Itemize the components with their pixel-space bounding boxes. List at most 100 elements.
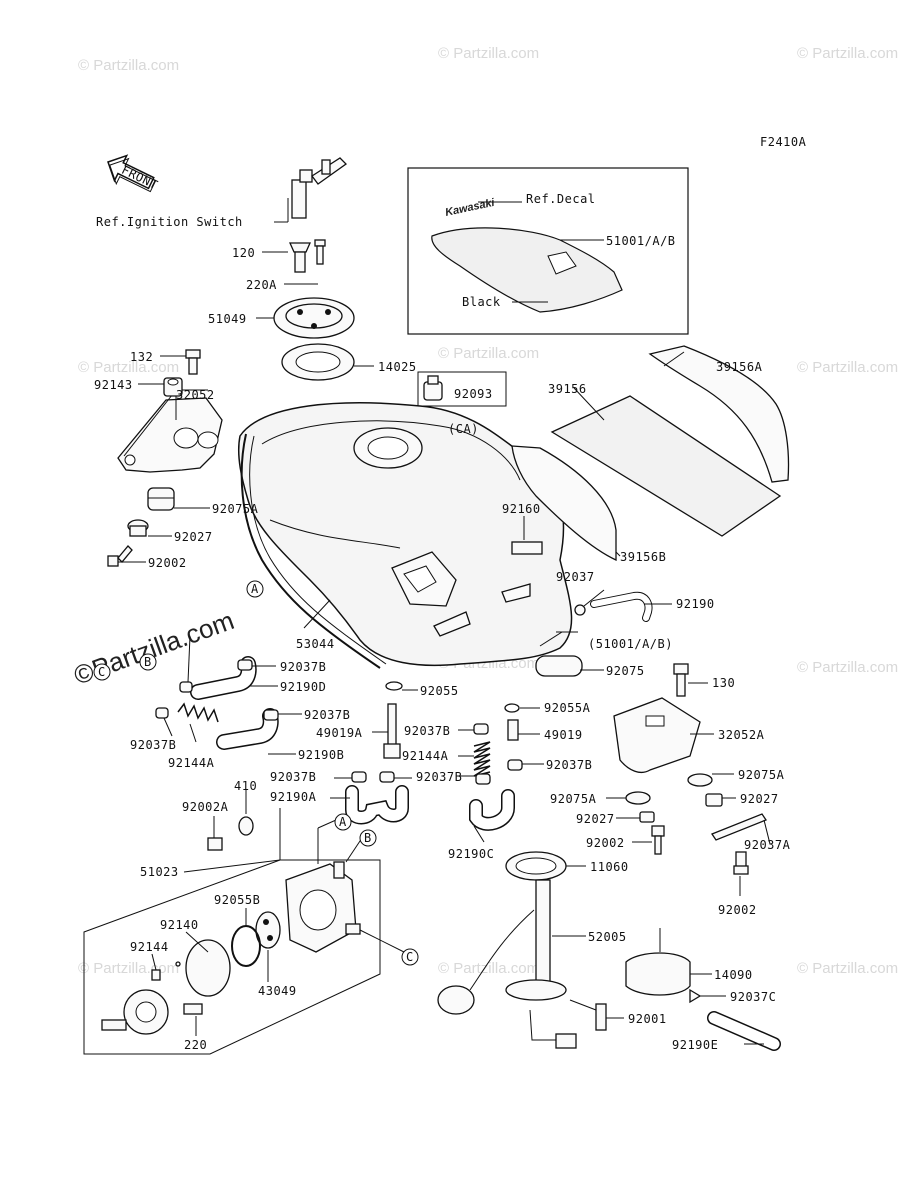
part-92144[interactable]: 92144 bbox=[130, 940, 169, 954]
watermark-text: © Partzilla.com bbox=[797, 960, 898, 977]
part-92055[interactable]: 92055 bbox=[420, 684, 459, 698]
part-92002[interactable]: 92002 bbox=[718, 903, 757, 917]
part-92001[interactable]: 92001 bbox=[628, 1012, 667, 1026]
svg-text:A: A bbox=[339, 815, 347, 829]
part-92027[interactable]: 92027 bbox=[740, 792, 779, 806]
cap-ring-icon bbox=[281, 343, 355, 381]
part-220A[interactable]: 220A bbox=[246, 278, 277, 292]
part-92037C[interactable]: 92037C bbox=[730, 990, 776, 1004]
watermark-text: © Partzilla.com bbox=[438, 345, 539, 362]
watermark-text: © Partzilla.com bbox=[78, 960, 179, 977]
part-92075A[interactable]: 92075A bbox=[738, 768, 785, 782]
pad-39156A-icon bbox=[648, 345, 790, 483]
nut-92093-icon bbox=[423, 375, 443, 401]
part-92037[interactable]: 92037 bbox=[556, 570, 595, 584]
svg-text:B: B bbox=[144, 655, 152, 669]
ref-ignition-switch: Ref.Ignition Switch bbox=[96, 215, 243, 229]
part-92190C[interactable]: 92190C bbox=[448, 847, 494, 861]
part-92160[interactable]: 92160 bbox=[502, 502, 541, 516]
part-53044[interactable]: 53044 bbox=[296, 637, 335, 651]
part-130[interactable]: 130 bbox=[712, 676, 735, 690]
watermark-text: © Partzilla.com bbox=[797, 45, 898, 62]
part-92002[interactable]: 92002 bbox=[586, 836, 625, 850]
bracket-14090-icon bbox=[625, 952, 691, 996]
part-number-labels: 120 220A 51049 14025 132 92143 32052 920… bbox=[94, 234, 791, 1052]
part-92093[interactable]: 92093 bbox=[454, 387, 493, 401]
part-92027[interactable]: 92027 bbox=[576, 812, 615, 826]
part-32052A[interactable]: 32052A bbox=[718, 728, 765, 742]
part-132[interactable]: 132 bbox=[130, 350, 153, 364]
collar-92027-icon bbox=[127, 519, 149, 537]
part-32052[interactable]: 32052 bbox=[176, 388, 215, 402]
part-11060[interactable]: 11060 bbox=[590, 860, 629, 874]
part-49019A[interactable]: 49019A bbox=[316, 726, 363, 740]
part-51049[interactable]: 51049 bbox=[208, 312, 247, 326]
svg-text:C: C bbox=[98, 665, 106, 679]
part-49019[interactable]: 49019 bbox=[544, 728, 583, 742]
part-14090[interactable]: 14090 bbox=[714, 968, 753, 982]
callout-b: B bbox=[359, 829, 377, 847]
part-92055A[interactable]: 92055A bbox=[544, 701, 591, 715]
part-43049[interactable]: 43049 bbox=[258, 984, 297, 998]
ignition-key-icon bbox=[291, 157, 348, 219]
bolt-132-icon bbox=[185, 349, 201, 375]
part-51001AB[interactable]: 51001/A/B bbox=[606, 234, 676, 248]
bolt-120-icon bbox=[288, 242, 312, 273]
diagram-code: F2410A bbox=[760, 135, 807, 149]
part-92037B[interactable]: 92037B bbox=[416, 770, 462, 784]
part-92002[interactable]: 92002 bbox=[148, 556, 187, 570]
watermark-text: © Partzilla.com bbox=[78, 57, 179, 74]
part-14025[interactable]: 14025 bbox=[378, 360, 417, 374]
part-39156A[interactable]: 39156A bbox=[716, 360, 763, 374]
callout-b: B bbox=[139, 653, 157, 671]
part-410[interactable]: 410 bbox=[234, 779, 257, 793]
decal-side-panel-icon: Kawasaki bbox=[431, 197, 623, 313]
part-51023[interactable]: 51023 bbox=[140, 865, 179, 879]
part-92002A[interactable]: 92002A bbox=[182, 800, 229, 814]
part-92140[interactable]: 92140 bbox=[160, 918, 199, 932]
svg-text:B: B bbox=[364, 831, 372, 845]
part-92190B[interactable]: 92190B bbox=[298, 748, 344, 762]
part-52005[interactable]: 52005 bbox=[588, 930, 627, 944]
part-92037B[interactable]: 92037B bbox=[404, 724, 450, 738]
part-220[interactable]: 220 bbox=[184, 1038, 207, 1052]
fuel-tank-icon bbox=[237, 402, 573, 667]
hose-92190B-icon bbox=[216, 708, 279, 750]
part-92190A[interactable]: 92190A bbox=[270, 790, 317, 804]
rubber-92075-icon bbox=[535, 655, 583, 677]
black-label: Black bbox=[462, 295, 501, 309]
part-92075[interactable]: 92075 bbox=[606, 664, 645, 678]
fuel-pump-icon bbox=[285, 861, 361, 953]
spring-92144A-icon bbox=[177, 702, 219, 723]
part-92037A[interactable]: 92037A bbox=[744, 838, 791, 852]
part-92037B[interactable]: 92037B bbox=[270, 770, 316, 784]
part-92037B[interactable]: 92037B bbox=[280, 660, 326, 674]
callout-c: C bbox=[401, 948, 419, 966]
part-92055B[interactable]: 92055B bbox=[214, 893, 260, 907]
svg-text:A: A bbox=[251, 582, 259, 596]
part-51001AB-ref[interactable]: (51001/A/B) bbox=[588, 637, 673, 651]
screw-220A-icon bbox=[314, 239, 326, 265]
label-92160-icon bbox=[511, 541, 543, 555]
callout-a: A bbox=[246, 580, 264, 598]
part-39156[interactable]: 39156 bbox=[548, 382, 587, 396]
part-92144A[interactable]: 92144A bbox=[168, 756, 215, 770]
front-arrow-icon: FRONT bbox=[107, 154, 160, 192]
part-92143[interactable]: 92143 bbox=[94, 378, 133, 392]
part-92190D[interactable]: 92190D bbox=[280, 680, 326, 694]
pad-39156B-icon bbox=[511, 445, 617, 562]
part-92190[interactable]: 92190 bbox=[676, 597, 715, 611]
part-92075A[interactable]: 92075A bbox=[212, 502, 259, 516]
part-92037B[interactable]: 92037B bbox=[304, 708, 350, 722]
pad-39156-icon bbox=[550, 395, 782, 537]
part-120[interactable]: 120 bbox=[232, 246, 255, 260]
part-92027[interactable]: 92027 bbox=[174, 530, 213, 544]
part-92037B[interactable]: 92037B bbox=[130, 738, 176, 752]
part-92037B[interactable]: 92037B bbox=[546, 758, 592, 772]
part-92190E[interactable]: 92190E bbox=[672, 1038, 718, 1052]
fuel-cap-icon bbox=[273, 297, 355, 339]
part-92144A[interactable]: 92144A bbox=[402, 749, 449, 763]
part-39156B[interactable]: 39156B bbox=[620, 550, 666, 564]
part-92075A[interactable]: 92075A bbox=[550, 792, 597, 806]
